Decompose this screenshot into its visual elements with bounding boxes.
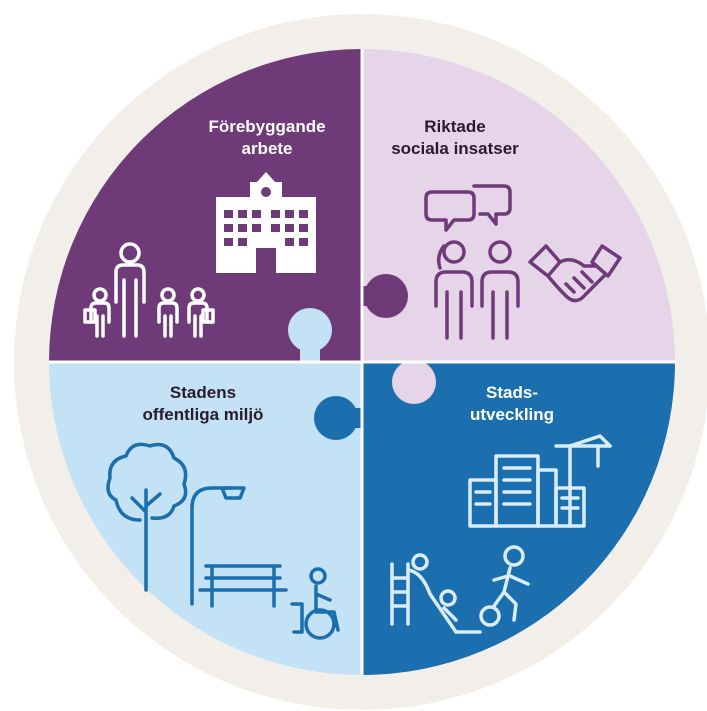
two-people-icon xyxy=(434,240,520,340)
tree-icon xyxy=(106,442,188,592)
construction-crane-icon xyxy=(554,434,612,528)
puzzle-knob-left xyxy=(288,308,332,362)
city-buildings-icon xyxy=(468,454,586,528)
label-bottom-left-line1: Stadens xyxy=(170,383,236,402)
speech-bubbles-icon xyxy=(424,184,512,232)
street-lamp-icon xyxy=(190,486,246,606)
playground-slide-icon xyxy=(390,553,482,634)
label-top-left-line1: Förebyggande xyxy=(208,117,325,136)
label-top-right-line1: Riktade xyxy=(424,117,485,136)
handshake-icon xyxy=(528,244,622,303)
label-bottom-right-line1: Stads- xyxy=(486,383,538,402)
label-top-right-line2: sociala insatser xyxy=(391,139,519,158)
label-top-left-line2: arbete xyxy=(241,139,292,158)
label-bottom-right-line2: utveckling xyxy=(470,405,554,424)
child-with-ball-icon xyxy=(479,545,530,627)
wheelchair-user-icon xyxy=(290,567,340,640)
puzzle-knob-right xyxy=(392,360,436,404)
family-icon xyxy=(83,242,215,338)
school-building-icon xyxy=(216,172,316,273)
park-bench-icon xyxy=(198,564,288,608)
label-bottom-left-line2: offentliga miljö xyxy=(143,405,264,424)
